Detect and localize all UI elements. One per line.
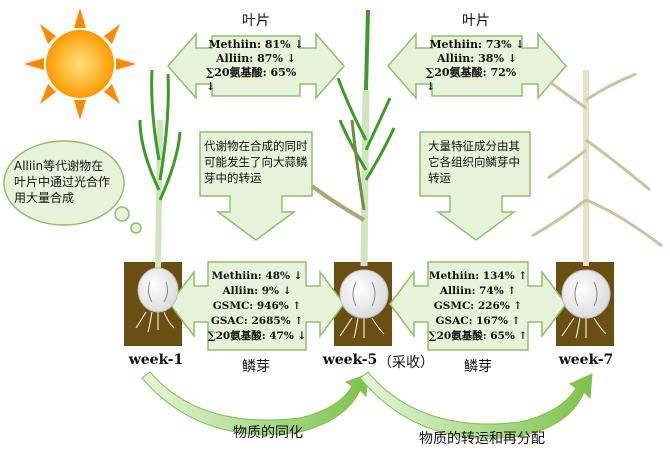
plant-week-5 <box>310 9 396 339</box>
harvest-label: （采收） <box>378 355 434 371</box>
top-left-line-2: Alliin: 87% ↓ <box>216 52 296 65</box>
bottom-right-line-1: Methiin: 134% ↑ <box>428 269 528 282</box>
process-right-label: 物质的转运和再分配 <box>419 431 545 447</box>
bottom-right-line-4: GSAC: 167% ↑ <box>435 314 521 327</box>
top-right-callout-shape <box>387 32 567 100</box>
bottom-left-line-1: Methiin: 48% ↓ <box>211 269 303 282</box>
top-left-line-1: Methiin: 81% ↓ <box>208 38 304 51</box>
process-left-label: 物质的同化 <box>233 425 303 441</box>
bottom-left-line-3: GSMC: 946% ↑ <box>212 299 302 312</box>
week-5-label: week-5 <box>322 352 378 368</box>
bottom-right-line-3: GSMC: 226% ↑ <box>433 299 523 312</box>
top-left-label: 叶片 <box>242 13 270 29</box>
top-right-callout: Methiin: 73% ↓ Alliin: 38% ↓ ∑20氨基酸: 72%… <box>426 36 528 96</box>
redistribution-arrow <box>359 371 593 439</box>
week-7-label: week-7 <box>558 352 614 368</box>
bottom-left-callout: Methiin: 48% ↓ Alliin: 9% ↓ GSMC: 946% ↑… <box>204 262 310 350</box>
bottom-right-callout-shape <box>389 261 567 351</box>
top-right-line-1: Methiin: 73% ↓ <box>429 38 525 51</box>
mid-left-note-shape <box>199 131 313 241</box>
cloud-note: Alliin等代谢物在叶片中通过光合作用大量合成 <box>14 159 111 205</box>
top-left-callout-shape <box>167 32 345 100</box>
bottom-left-line-4: GSAC: 2685% ↑ <box>210 314 304 327</box>
top-left-line-3: ∑20氨基酸: 65% ↓ <box>206 66 297 93</box>
bottom-left-label: 鳞芽 <box>242 359 270 375</box>
bottom-right-label: 鳞芽 <box>464 359 492 375</box>
bottom-right-line-2: Alliin: 74% ↑ <box>439 284 517 297</box>
bottom-left-callout-shape <box>169 261 345 351</box>
plant-week-7 <box>531 70 663 339</box>
mid-right-note: 大量特征成分由其它各组织向鳞芽中转运 <box>428 139 520 185</box>
plant-week-1 <box>135 69 182 333</box>
top-right-line-2: Alliin: 38% ↓ <box>437 52 517 65</box>
thought-cloud <box>3 140 142 234</box>
mid-right-note-shape <box>419 131 531 241</box>
top-right-label: 叶片 <box>462 13 490 29</box>
bottom-right-line-5: ∑20氨基酸: 65% ↑ <box>428 329 528 342</box>
bottom-left-line-5: ∑20氨基酸: 47% ↓ <box>207 329 307 342</box>
mid-left-note: 代谢物在合成的同时可能发生了向大蒜鳞芽中的转运 <box>204 139 308 185</box>
week-1-label: week-1 <box>128 352 184 368</box>
sun-icon <box>24 8 136 120</box>
top-right-line-3: ∑20氨基酸: 72% ↓ <box>426 66 517 93</box>
bottom-left-line-2: Alliin: 9% ↓ <box>222 284 292 297</box>
top-left-callout: Methiin: 81% ↓ Alliin: 87% ↓ ∑20氨基酸: 65%… <box>206 36 306 96</box>
bottom-right-callout: Methiin: 134% ↑ Alliin: 74% ↑ GSMC: 226%… <box>424 262 532 350</box>
